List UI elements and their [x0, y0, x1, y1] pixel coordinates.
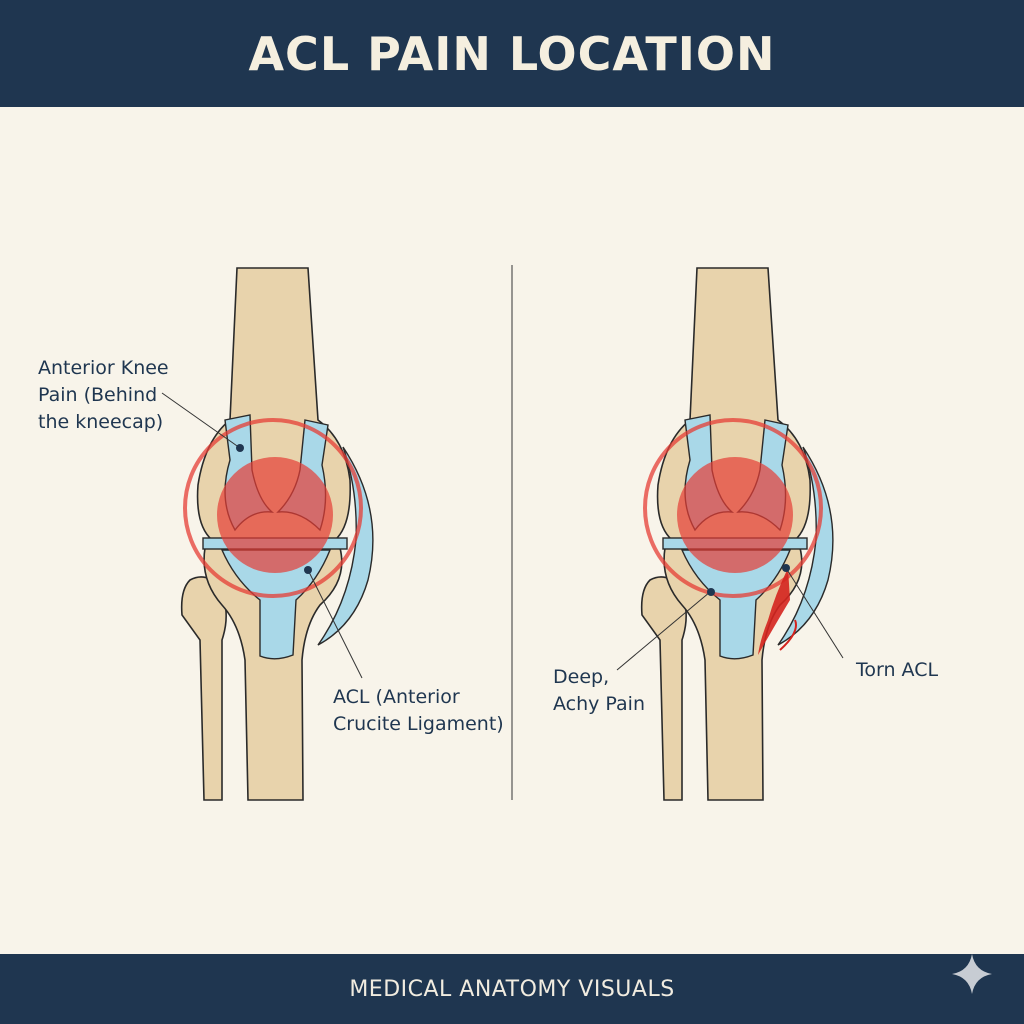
sparkle-icon	[952, 954, 992, 994]
label-line: the kneecap)	[38, 411, 164, 433]
anterior-pain-marker	[236, 444, 244, 452]
label-line: Pain (Behind	[38, 384, 158, 406]
page-title: ACL PAIN LOCATION	[248, 26, 776, 81]
label-line: Deep,	[553, 666, 610, 688]
label-acl: ACL (Anterior Crucite Ligament)	[333, 684, 504, 738]
anterior-pointer-line	[161, 392, 241, 449]
knee-diagrams	[161, 265, 844, 802]
torn-acl-pointer-line	[785, 567, 844, 659]
label-line: ACL (Anterior	[333, 686, 460, 708]
acl-marker	[304, 566, 312, 574]
footer-bar: MEDICAL ANATOMY VISUALS	[0, 954, 1024, 1024]
footer-text: MEDICAL ANATOMY VISUALS	[349, 976, 675, 1002]
header-bar: ACL PAIN LOCATION	[0, 0, 1024, 107]
right-knee-torn	[639, 266, 835, 802]
label-line: Achy Pain	[553, 693, 646, 715]
label-line: Anterior Knee	[38, 357, 169, 379]
label-torn-acl: Torn ACL	[856, 659, 939, 681]
deep-pain-pointer-line	[616, 591, 711, 671]
tear-mark-line	[779, 619, 797, 651]
label-anterior-knee-pain: Anterior Knee Pain (Behind the kneecap)	[38, 355, 169, 436]
label-deep-achy-pain: Deep, Achy Pain	[553, 664, 645, 718]
tear-mark	[758, 568, 790, 655]
torn-acl-marker	[782, 564, 790, 572]
acl-pointer-line	[307, 569, 363, 679]
deep-pain-marker	[707, 588, 715, 596]
label-line: Crucite Ligament)	[333, 713, 504, 735]
